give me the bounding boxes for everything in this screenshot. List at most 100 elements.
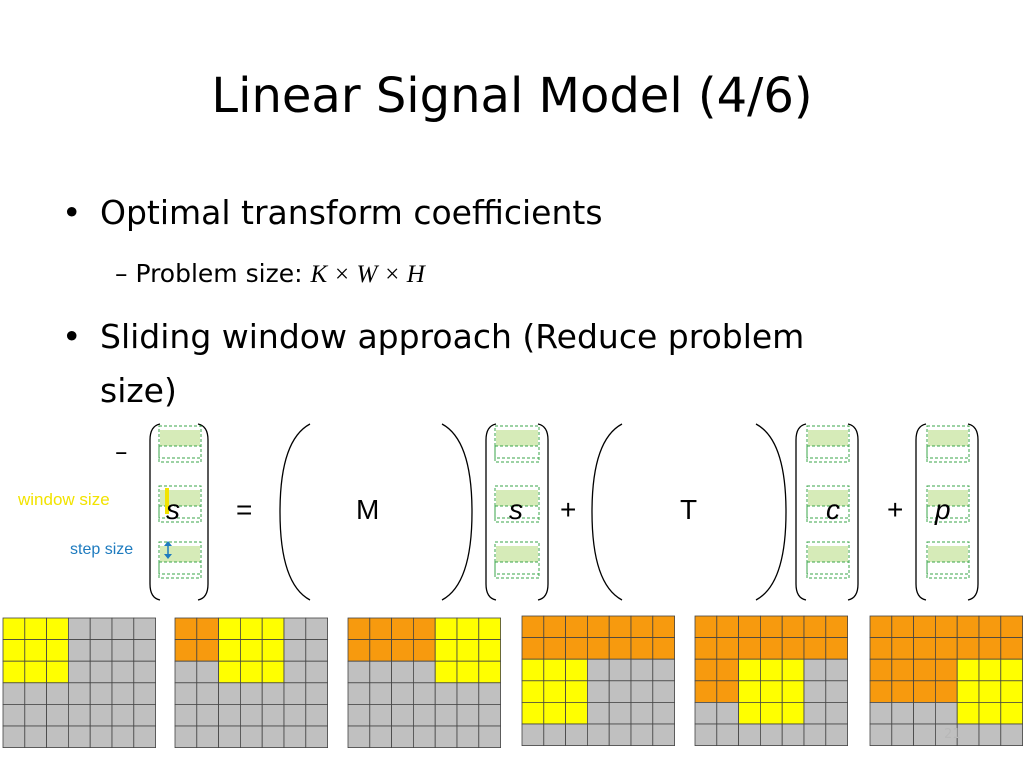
grid-cell — [891, 680, 914, 703]
grid-cell — [935, 702, 958, 725]
grid-cell — [694, 723, 718, 747]
grid-cell — [133, 725, 157, 749]
grid-cell — [46, 617, 69, 641]
grid-cell — [478, 682, 501, 705]
grid-cell — [935, 637, 958, 660]
grid-cell — [89, 704, 113, 727]
grid-cell — [587, 658, 610, 682]
grid-cell — [283, 639, 307, 662]
vector-cell-outline — [158, 445, 202, 459]
grid-cell — [369, 617, 392, 641]
grid-cell — [869, 637, 893, 660]
grid-cell — [630, 723, 654, 747]
grid-cell — [174, 725, 198, 749]
vector-s-right-bracket — [197, 423, 209, 601]
grid-cell — [46, 660, 69, 684]
grid-cell — [565, 658, 588, 682]
vector-p-left-bracket — [915, 423, 927, 601]
grid-cell — [2, 639, 26, 662]
grid-cell — [133, 617, 157, 641]
grid-cell — [891, 637, 914, 660]
vector-s2-left-bracket — [485, 423, 497, 601]
grid-cell — [68, 704, 91, 727]
vector-cell-fill — [496, 430, 538, 446]
grid-cell — [283, 660, 307, 684]
grid-cell — [24, 617, 47, 641]
bullet-marker-2: • — [62, 317, 82, 356]
grid-cell — [456, 725, 480, 749]
vector-cell-fill — [160, 430, 200, 446]
vector-cell-fill — [808, 490, 848, 506]
grid-cell — [781, 637, 805, 660]
grid-cell — [608, 723, 632, 747]
grid-cell — [694, 637, 718, 660]
vector-cell-fill — [160, 546, 200, 562]
grid-cell — [913, 680, 936, 703]
grid-cell — [196, 725, 220, 749]
grid-cell — [891, 702, 914, 725]
grid-cell — [347, 682, 371, 705]
vector-cell-fill — [808, 430, 848, 446]
grid-cell — [781, 702, 805, 725]
vector-cell-fill — [928, 546, 968, 562]
vector-cell-outline — [926, 445, 970, 459]
grid-cell — [369, 660, 392, 684]
grid-cell — [694, 615, 718, 639]
grid-cell — [738, 637, 761, 660]
grid-cell — [305, 660, 328, 684]
grid-cell — [391, 725, 414, 749]
vector-window-outline — [806, 425, 850, 463]
vector-cell-outline — [926, 561, 970, 575]
grid-cell — [891, 615, 914, 639]
grid-cell — [956, 658, 980, 682]
matrix-t-right-paren — [755, 423, 787, 601]
grid-cell — [347, 617, 371, 641]
grid-cell — [694, 702, 718, 725]
grid-cell — [760, 680, 783, 703]
grid-cell — [652, 637, 675, 660]
grid-cell — [869, 615, 893, 639]
grid-cell — [478, 660, 501, 684]
grid-cell — [543, 723, 566, 747]
bullet-optimal-coefficients: Optimal transform coefficients — [100, 193, 603, 232]
grid-cell — [565, 702, 588, 725]
grid-cell — [521, 723, 545, 747]
grid-cell — [196, 704, 220, 727]
grid-cell — [111, 639, 135, 662]
vector-cell-outline — [806, 561, 850, 575]
grid-cell — [608, 702, 632, 725]
vector-cell-outline — [158, 561, 202, 575]
slide-number: 21 — [944, 727, 961, 742]
grid-cell — [283, 617, 307, 641]
grid-cell — [305, 617, 328, 641]
grid-cell — [133, 660, 157, 684]
grid-cell — [652, 658, 675, 682]
grid-cell — [608, 680, 632, 703]
grid-cell — [1000, 658, 1023, 682]
grid-cell — [89, 660, 113, 684]
grid-cell — [218, 704, 241, 727]
eq-plus-2: + — [887, 494, 904, 525]
grid-cell — [239, 660, 263, 684]
grid-cell — [434, 725, 458, 749]
grid-cell — [412, 617, 436, 641]
grid-cell — [652, 615, 675, 639]
grid-cell — [760, 615, 783, 639]
grid-cell — [521, 680, 545, 703]
grid-cell — [2, 725, 26, 749]
grid-cell — [694, 658, 718, 682]
grid-cell — [543, 615, 566, 639]
grid-cell — [825, 723, 848, 747]
vector-window-outline — [158, 541, 202, 579]
grid-cell — [587, 615, 610, 639]
grid-cell — [46, 704, 69, 727]
grid-cell — [24, 682, 47, 705]
grid-cell — [305, 725, 328, 749]
vector-window-outline — [926, 425, 970, 463]
grid-cell — [803, 615, 827, 639]
grid-cell — [738, 658, 761, 682]
grid-cell — [305, 682, 328, 705]
eq-matrix-m: M — [356, 494, 380, 525]
vector-s-left-bracket — [149, 423, 161, 601]
vector-s2-right-bracket — [537, 423, 549, 601]
